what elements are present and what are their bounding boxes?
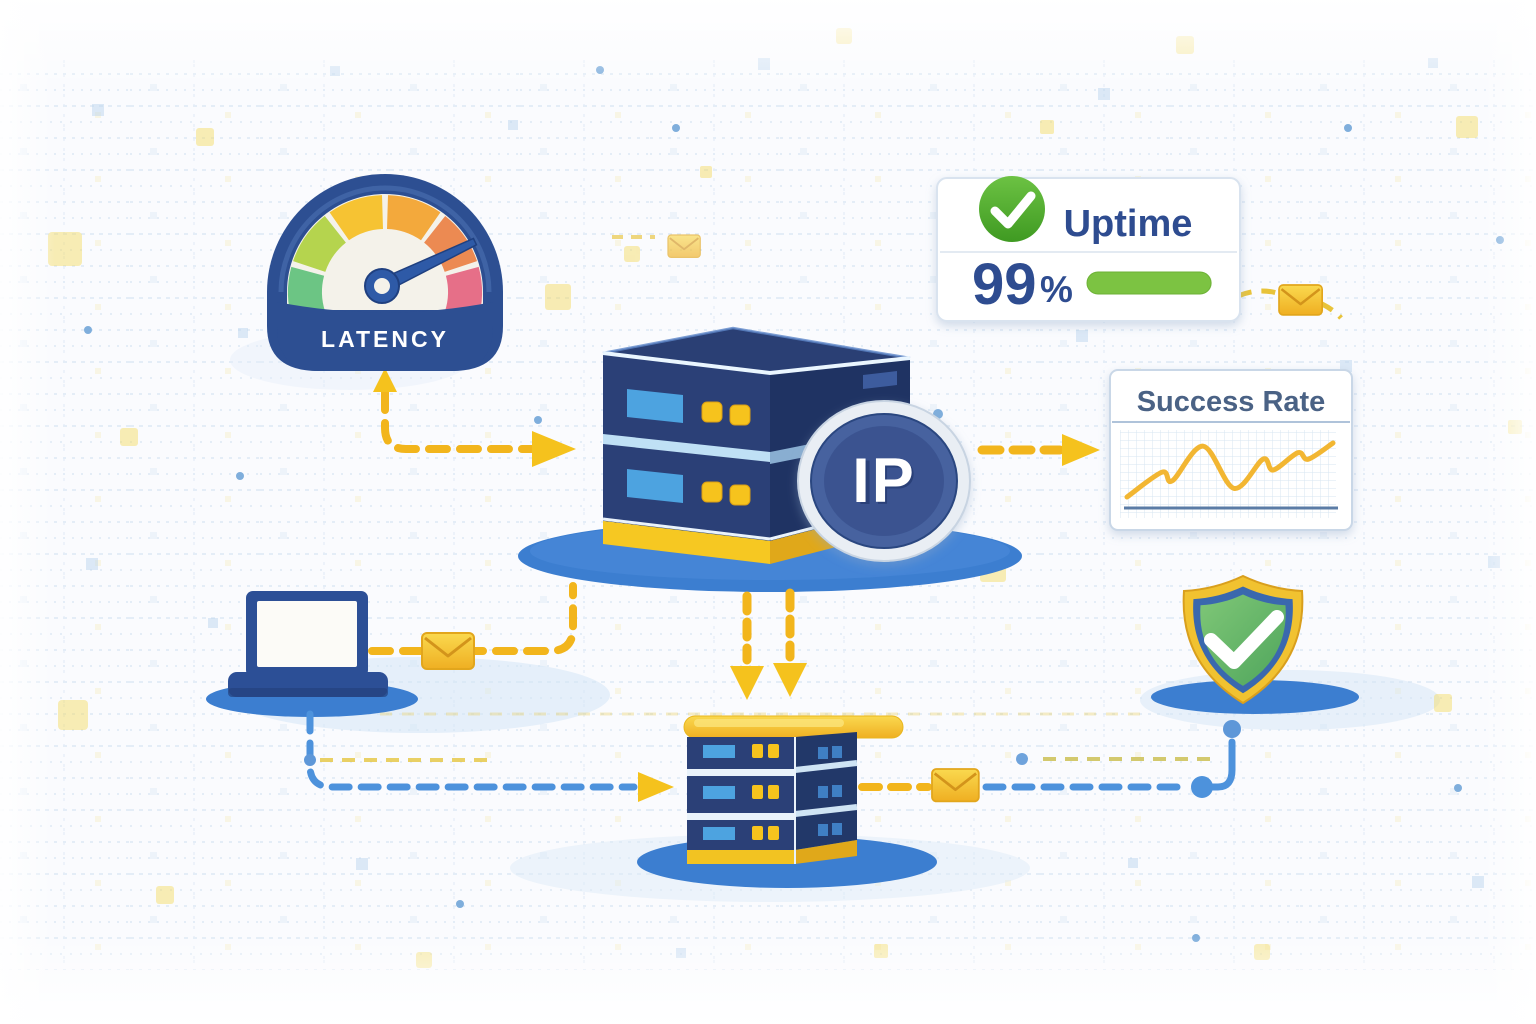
arrowhead-right-icon xyxy=(638,772,674,802)
arrowhead-right-icon xyxy=(1062,434,1100,466)
gauge-label: LATENCY xyxy=(321,326,449,352)
ip-label: IP xyxy=(852,446,916,516)
uptime-value-number: 99 xyxy=(972,252,1037,317)
envelope-icon xyxy=(1277,283,1324,317)
gauge-segment xyxy=(329,195,383,241)
node-dot xyxy=(1223,720,1241,738)
node-dot xyxy=(304,754,316,766)
success-rate-title: Success Rate xyxy=(1137,386,1326,418)
envelope-icon xyxy=(667,234,702,259)
uptime-value-unit: % xyxy=(1040,269,1073,310)
gauge-segment xyxy=(293,216,346,272)
check-circle-icon xyxy=(979,176,1045,242)
node-dot xyxy=(1191,776,1213,798)
connection-uptime-decor xyxy=(1237,283,1343,320)
connection-laptop-bottomserver xyxy=(304,710,674,802)
server-buttons xyxy=(752,744,779,840)
chart-grid xyxy=(1120,430,1336,518)
arrowhead-right-icon xyxy=(532,431,576,467)
server-base xyxy=(603,521,770,564)
check-icon xyxy=(990,191,1036,229)
uptime-progress-fill xyxy=(1086,271,1212,295)
arrowhead-up-icon xyxy=(373,368,397,392)
bottom-server-front xyxy=(687,737,795,864)
success-rate-card: Success Rate xyxy=(1109,369,1353,531)
connection-laptop-server xyxy=(368,582,577,671)
connection-bottomserver-shield xyxy=(858,720,1241,803)
envelope-icon xyxy=(420,631,476,671)
connection-gauge-server xyxy=(373,368,576,467)
arrowhead-down-icon xyxy=(773,663,807,697)
server-panel xyxy=(703,745,735,840)
top-middle-envelope xyxy=(612,234,702,259)
gauge-segment xyxy=(387,195,441,241)
connection-server-successrate xyxy=(977,434,1100,466)
ip-label-shadow: IP xyxy=(856,448,916,518)
bottom-server-icon xyxy=(683,715,904,864)
success-rate-sparkline xyxy=(1124,440,1336,500)
node-dot xyxy=(1016,753,1028,765)
uptime-card: Uptime 99 % xyxy=(936,176,1241,322)
server-buttons xyxy=(701,401,751,506)
gauge-segment xyxy=(424,216,477,272)
check-icon xyxy=(1204,610,1284,669)
connection-server-down xyxy=(730,588,807,700)
shield-icon xyxy=(1182,574,1304,705)
ip-badge: IP IP xyxy=(797,400,971,562)
latency-gauge: LATENCY xyxy=(267,174,503,371)
bottom-server-side xyxy=(794,732,858,864)
envelope-icon xyxy=(930,767,981,803)
uptime-title: Uptime xyxy=(1064,203,1193,245)
server-panel xyxy=(627,469,683,503)
shield-shadow xyxy=(1151,680,1359,714)
laptop-icon xyxy=(228,591,388,697)
arrowhead-down-icon xyxy=(730,666,764,700)
laptop-screen xyxy=(257,601,357,667)
server-panel xyxy=(627,389,683,423)
gauge-hub-center xyxy=(374,278,390,294)
flow-connections xyxy=(304,234,1343,803)
server-base xyxy=(687,850,795,864)
